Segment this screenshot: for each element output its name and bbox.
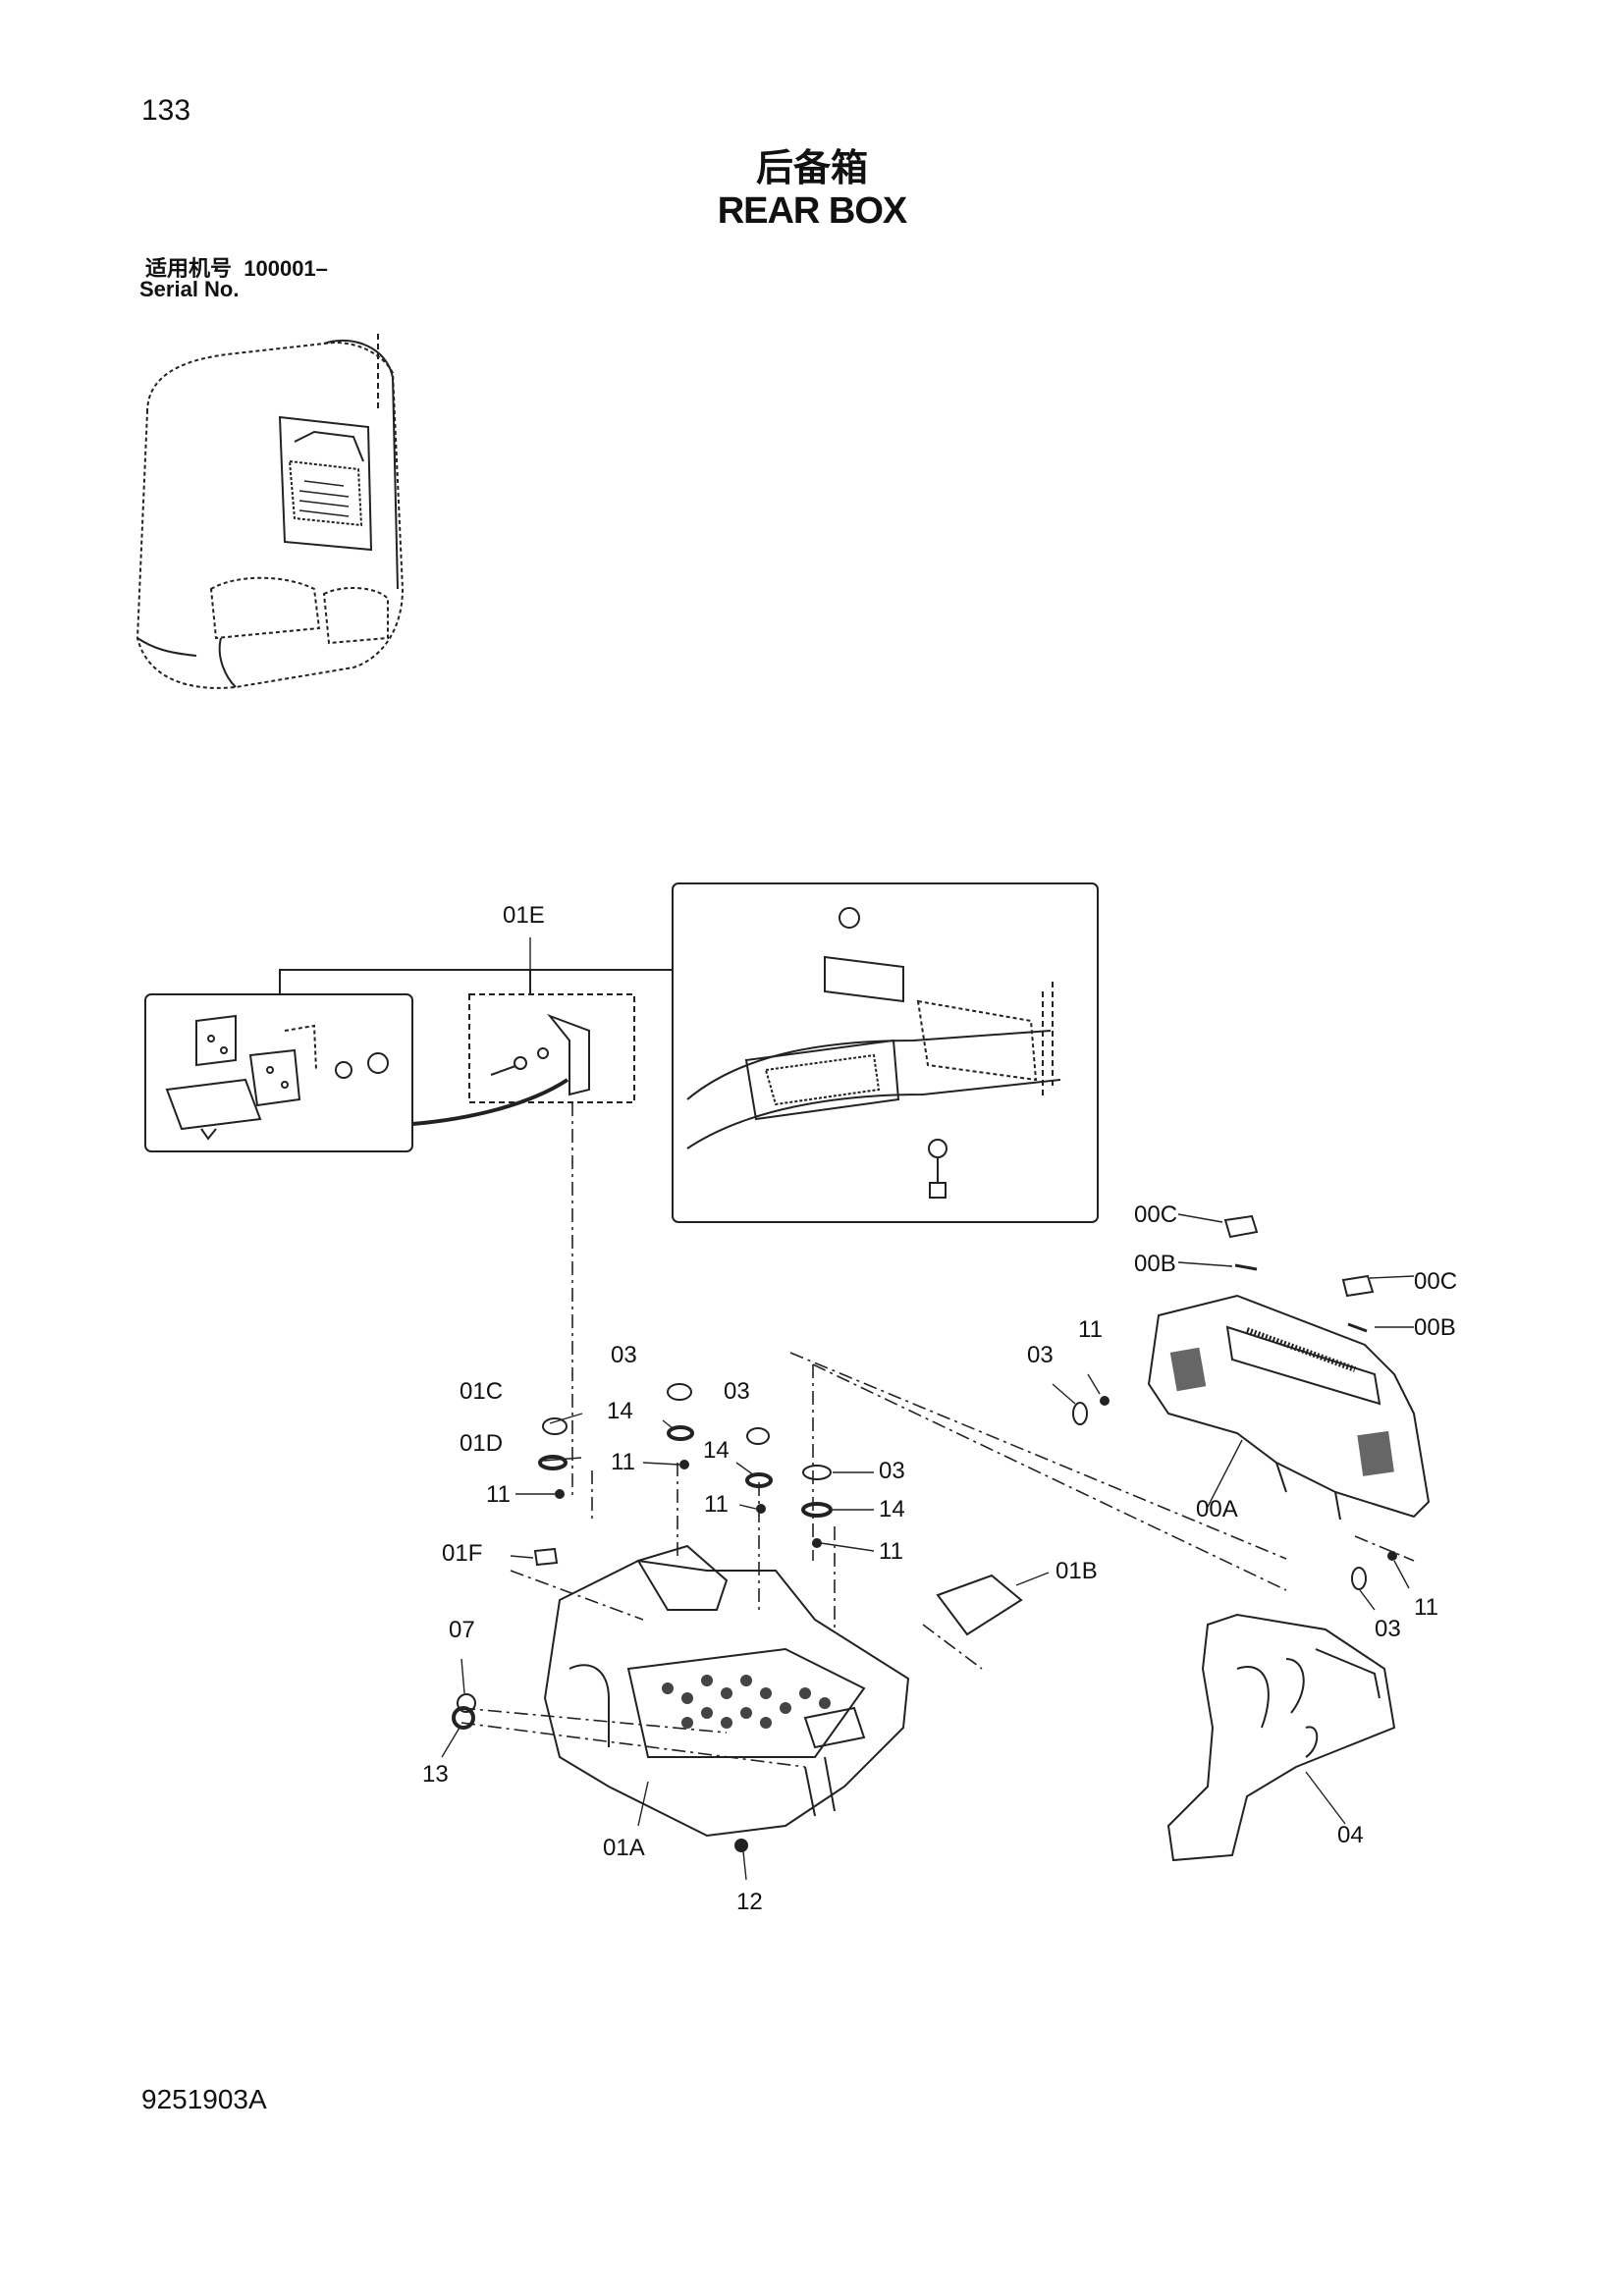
callout-03: 03 (724, 1378, 750, 1405)
callout-00B: 00B (1414, 1314, 1456, 1341)
callout-03: 03 (879, 1458, 905, 1484)
serial-label-chinese: 适用机号 (145, 256, 233, 281)
callout-11: 11 (879, 1538, 903, 1565)
callout-07: 07 (449, 1617, 475, 1643)
cab-overview-illustration (135, 334, 405, 689)
callout-03: 03 (1375, 1616, 1401, 1642)
callout-04: 04 (1337, 1822, 1364, 1848)
callout-00A: 00A (1196, 1496, 1238, 1522)
ring-13 (452, 1706, 475, 1730)
cap-00C-2 (1341, 1274, 1375, 1298)
bracket-01E-illustration (490, 1013, 590, 1096)
screw-12 (734, 1839, 748, 1852)
callout-11: 11 (486, 1481, 511, 1508)
callout-14: 14 (879, 1496, 905, 1522)
page-title-english: REAR BOX (717, 190, 908, 232)
page-number: 133 (141, 94, 191, 127)
callout-12: 12 (736, 1889, 763, 1915)
callout-00B: 00B (1134, 1251, 1176, 1277)
callout-01E: 01E (503, 902, 545, 929)
cap-01C (542, 1417, 568, 1435)
small-parts (452, 1214, 1397, 1852)
clip-01F (533, 1547, 559, 1567)
callout-01B: 01B (1056, 1558, 1098, 1584)
callout-11: 11 (1414, 1594, 1438, 1621)
callout-03: 03 (1027, 1342, 1054, 1368)
callout-01A: 01A (603, 1835, 645, 1861)
bracket-04 (1166, 1613, 1396, 1862)
serial-number-value: 100001– (244, 256, 328, 281)
hinge-detail-illustration (165, 1014, 389, 1141)
callout-11: 11 (1078, 1316, 1103, 1343)
rear-box-cover-00A (1147, 1294, 1431, 1521)
serial-number-line: 适用机号 100001– (145, 251, 328, 283)
callout-00C: 00C (1134, 1201, 1177, 1228)
ring-01D (538, 1455, 568, 1470)
callout-13: 13 (422, 1761, 449, 1788)
document-code: 9251903A (141, 2084, 267, 2114)
lid-01B (936, 1574, 1023, 1636)
callout-11: 11 (704, 1491, 729, 1518)
cap-00C-1 (1223, 1214, 1259, 1239)
callout-14: 14 (703, 1437, 730, 1464)
page-title-chinese: 后备箱 (755, 148, 868, 189)
callout-11: 11 (611, 1449, 635, 1475)
part-07 (457, 1693, 476, 1713)
callout-00C: 00C (1414, 1268, 1457, 1295)
callout-01F: 01F (442, 1540, 482, 1567)
callout-01C: 01C (460, 1378, 503, 1405)
callout-01D: 01D (460, 1430, 503, 1457)
rear-box-tray-01A (543, 1544, 910, 1838)
detail-box-01E (468, 993, 635, 1103)
callout-14: 14 (607, 1398, 633, 1424)
detail-box-mounting (672, 882, 1099, 1223)
mounting-detail-illustration (686, 907, 1061, 1199)
callout-03: 03 (611, 1342, 637, 1368)
serial-label-english: Serial No. (139, 277, 240, 301)
